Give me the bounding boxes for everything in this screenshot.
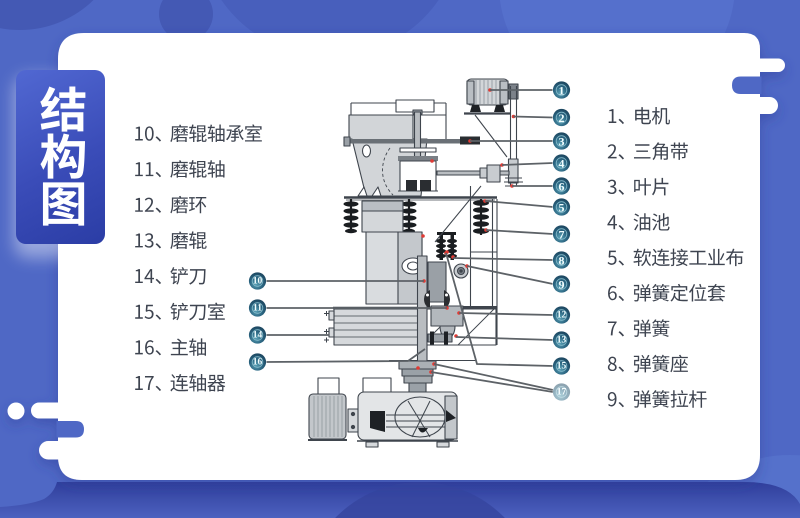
- svg-text:2: 2: [559, 111, 565, 125]
- svg-text:17: 17: [557, 388, 567, 398]
- svg-text:9: 9: [559, 278, 565, 292]
- svg-text:3: 3: [559, 135, 565, 149]
- svg-text:6: 6: [559, 180, 565, 194]
- svg-text:13: 13: [557, 336, 567, 346]
- svg-text:15: 15: [557, 362, 567, 372]
- svg-text:14: 14: [253, 331, 263, 341]
- svg-text:11: 11: [253, 304, 262, 314]
- svg-text:16: 16: [253, 358, 263, 368]
- svg-text:12: 12: [557, 311, 567, 321]
- svg-text:10: 10: [253, 277, 263, 287]
- svg-text:8: 8: [559, 254, 565, 268]
- svg-text:4: 4: [559, 157, 565, 171]
- svg-text:7: 7: [559, 228, 565, 242]
- svg-text:1: 1: [559, 84, 565, 98]
- svg-text:5: 5: [559, 201, 565, 215]
